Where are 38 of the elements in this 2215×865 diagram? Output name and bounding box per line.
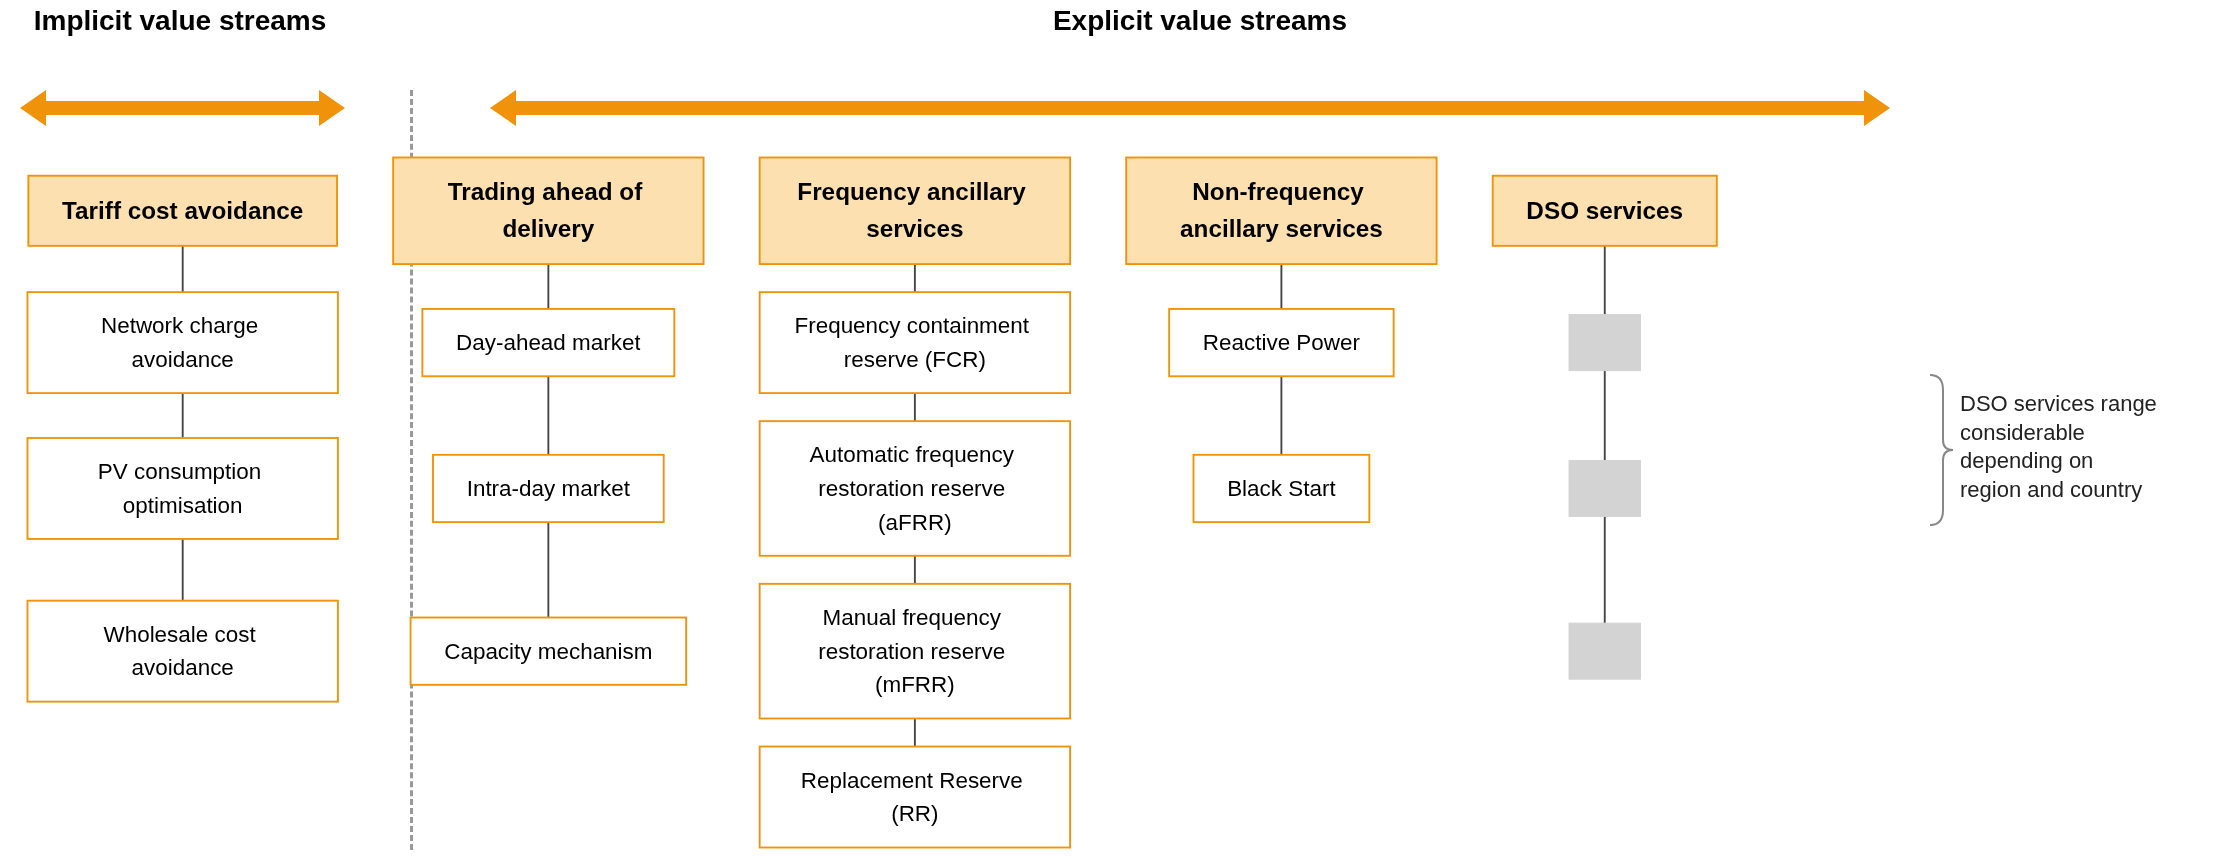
connector (913, 263, 916, 294)
node-box: DSO services (1491, 174, 1718, 247)
node-box: Automatic frequency restoration reserve (aFRR) (758, 420, 1071, 557)
node-box: Tariff cost avoidance (27, 174, 338, 247)
node-box: Frequency containment reserve (FCR) (758, 291, 1071, 395)
connector (1280, 263, 1283, 310)
node-box: PV consumption optimisation (26, 437, 339, 540)
connector (547, 521, 550, 619)
connector (181, 538, 184, 602)
connector (1280, 375, 1283, 456)
node-box (1568, 314, 1641, 372)
node-box (1568, 459, 1641, 517)
connector (913, 717, 916, 748)
node-box: Wholesale cost avoidance (26, 599, 339, 703)
node-box: Non-frequency ancillary services (1125, 156, 1438, 265)
connector (181, 244, 184, 294)
node-box: Reactive Power (1168, 308, 1395, 378)
connector (547, 375, 550, 456)
connector (1603, 369, 1606, 462)
connector (913, 392, 916, 423)
node-box (1568, 622, 1641, 680)
node-box: Replacement Reserve (RR) (758, 745, 1071, 849)
connector (1603, 244, 1606, 316)
node-box: Day-ahead market (421, 308, 676, 378)
connector (547, 263, 550, 310)
section-heading: Implicit value streams (32, 5, 328, 37)
note-text: DSO services range considerable depending on region and country (1960, 390, 2158, 504)
section-heading: Explicit value streams (1051, 5, 1349, 37)
node-box: Black Start (1192, 453, 1371, 524)
connector (913, 554, 916, 585)
node-box: Frequency ancillary services (758, 156, 1071, 265)
connector (181, 392, 184, 439)
node-box: Intra-day market (432, 453, 665, 524)
node-box: Manual frequency restoration reserve (mFRR) (758, 582, 1071, 720)
node-box: Trading ahead of delivery (392, 156, 705, 265)
node-box: Capacity mechanism (409, 616, 688, 686)
connector (1603, 515, 1606, 625)
node-box: Network charge avoidance (26, 291, 339, 395)
